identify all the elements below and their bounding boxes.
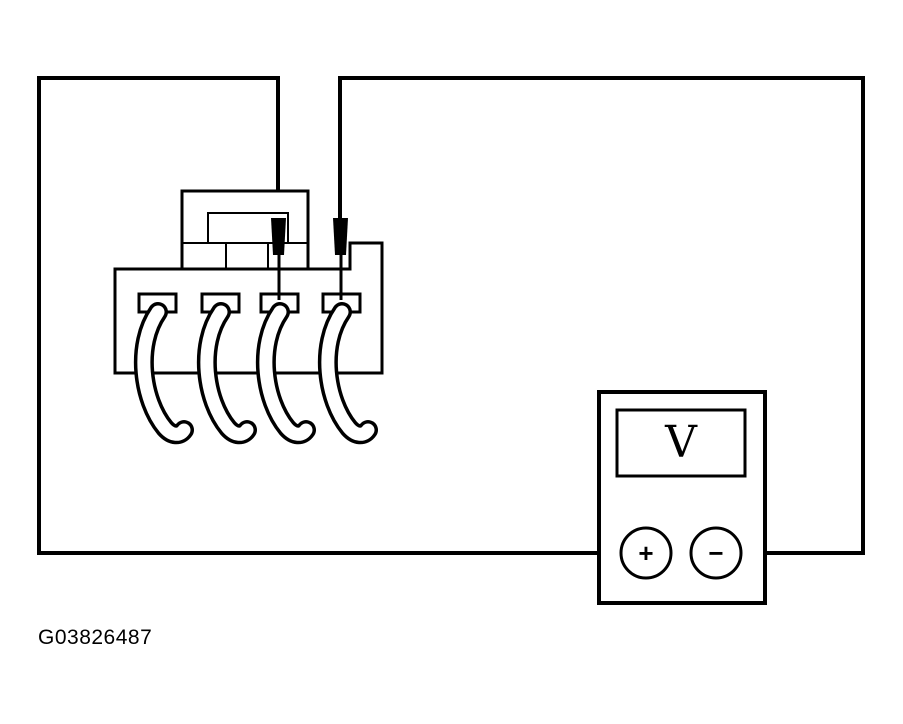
voltmeter-display-symbol: V — [664, 417, 698, 468]
right-back-probe — [333, 218, 348, 300]
negative-terminal-sign: − — [708, 538, 723, 568]
positive-terminal — [619, 526, 673, 580]
lead-2 — [196, 302, 257, 445]
negative-terminal — [689, 526, 743, 580]
connector-leads — [133, 302, 378, 445]
figure-id: G03826487 — [38, 626, 153, 649]
left-back-probe — [271, 218, 286, 300]
lead-1 — [133, 302, 194, 445]
connector — [113, 189, 384, 375]
connector-body — [113, 241, 384, 375]
lead-3 — [255, 302, 316, 445]
positive-terminal-sign: + — [638, 538, 653, 568]
right-circuit-wire — [338, 76, 865, 555]
lead-4 — [317, 302, 378, 445]
left-circuit-wire — [37, 76, 620, 555]
voltmeter: V + − — [597, 390, 767, 605]
voltmeter-display — [615, 408, 747, 478]
